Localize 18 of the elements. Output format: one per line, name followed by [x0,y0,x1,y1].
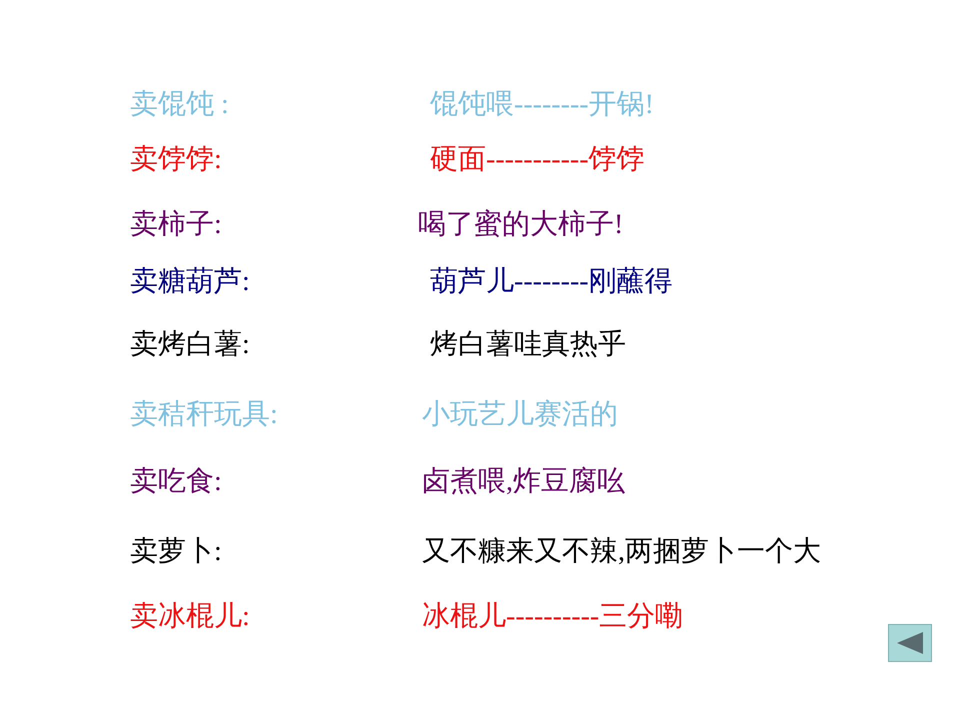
vendor-label: 卖秸秆玩具: [130,398,278,432]
street-cry-text: 小玩艺儿赛活的 [422,398,618,432]
street-cry-text: 冰棍儿----------三分嘞 [422,600,684,634]
street-cry-text: 又不糠来又不辣,两捆萝卜一个大 [422,535,821,569]
vendor-label: 卖柿子: [130,208,222,242]
vendor-label: 卖糖葫芦: [130,265,250,299]
vendor-label: 卖冰棍儿: [130,600,250,634]
vendor-label: 卖烤白薯: [130,328,250,362]
street-cry-text: 葫芦儿--------刚蘸得 [430,265,673,299]
vendor-label: 卖馄饨 : [130,88,229,122]
vendor-label: 卖饽饽: [130,143,222,177]
vendor-label: 卖吃食: [130,465,222,499]
street-cry-text: 卤煮喂,炸豆腐吆 [422,465,625,499]
street-cry-text: 喝了蜜的大柿子! [418,208,624,242]
street-cry-text: 馄饨喂--------开锅! [430,88,654,122]
street-cry-text: 烤白薯哇真热乎 [430,328,626,362]
vendor-label: 卖萝卜: [130,535,222,569]
street-cry-text: 硬面-----------饽饽 [430,143,645,177]
